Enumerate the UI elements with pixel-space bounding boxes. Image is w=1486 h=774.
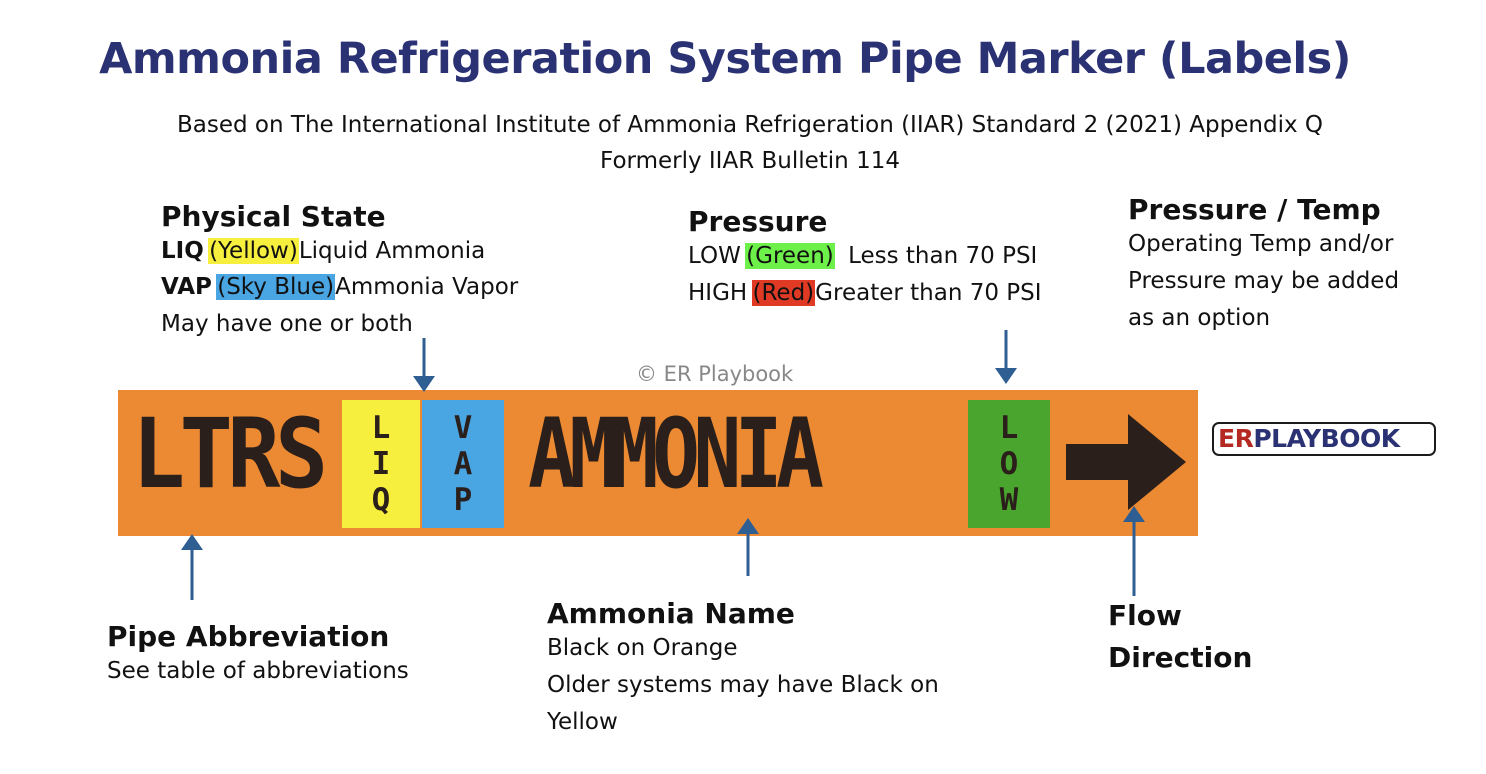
liq-letter: Q — [371, 482, 391, 518]
flow-direction-callout: Flow Direction — [1108, 595, 1252, 679]
physical-state-note: May have one or both — [161, 311, 413, 337]
vap-letter: V — [453, 410, 473, 446]
low-letter: W — [999, 482, 1019, 518]
low-code: LOW — [688, 243, 741, 269]
pressure-callout: Pressure LOW (Green) Less than 70 PSI HI… — [688, 205, 1042, 312]
arrow-down-pressure-icon — [995, 330, 1017, 384]
flow-direction-line1: Flow — [1108, 599, 1182, 632]
subtitle-bulletin: Formerly IIAR Bulletin 114 — [600, 148, 900, 174]
vap-tag: V A P — [422, 400, 504, 528]
pressure-high-line: HIGH (Red)Greater than 70 PSI — [688, 275, 1042, 312]
physical-state-callout: Physical State LIQ (Yellow)Liquid Ammoni… — [161, 200, 518, 343]
pressure-low-line: LOW (Green) Less than 70 PSI — [688, 238, 1042, 275]
liq-letter: I — [371, 446, 391, 482]
pressure-temp-heading: Pressure / Temp — [1128, 193, 1381, 226]
high-code: HIGH — [688, 280, 748, 306]
liq-desc: Liquid Ammonia — [298, 238, 486, 264]
arrow-down-physical-state-icon — [413, 338, 435, 392]
flow-direction-arrow-icon — [1066, 414, 1186, 510]
pipe-abbreviation-desc: See table of abbreviations — [107, 658, 409, 684]
pipe-abbreviation-text: LTRS — [132, 398, 328, 510]
pressure-temp-line2: Pressure may be added — [1128, 268, 1400, 294]
physical-state-heading: Physical State — [161, 200, 386, 233]
pipe-abbreviation-heading: Pipe Abbreviation — [107, 620, 390, 653]
low-letter: L — [999, 410, 1019, 446]
liq-code: LIQ — [161, 238, 204, 264]
vap-letter: P — [453, 482, 473, 518]
ammonia-name-heading: Ammonia Name — [547, 597, 795, 630]
liq-tag: L I Q — [342, 400, 420, 528]
arrow-up-pipe-abbreviation-icon — [181, 534, 203, 600]
vap-color-highlight: (Sky Blue) — [216, 274, 336, 300]
pressure-temp-callout: Pressure / Temp Operating Temp and/or Pr… — [1128, 193, 1399, 337]
subtitle-standard: Based on The International Institute of … — [177, 112, 1323, 138]
logo-er: ER — [1218, 424, 1254, 453]
copyright-notice: © ER Playbook — [636, 362, 794, 386]
low-desc: Less than 70 PSI — [848, 243, 1038, 269]
pressure-temp-line1: Operating Temp and/or — [1128, 231, 1394, 257]
low-tag: L O W — [968, 400, 1050, 528]
vap-desc: Ammonia Vapor — [335, 274, 519, 300]
ammonia-name-line3: Yellow — [547, 709, 618, 735]
ammonia-name-line2: Older systems may have Black on — [547, 672, 939, 698]
liq-color-highlight: (Yellow) — [208, 238, 299, 264]
pressure-heading: Pressure — [688, 205, 828, 238]
ammonia-name-text: AMMONIA — [528, 398, 824, 510]
pipe-marker: LTRS L I Q V A P AMMONIA L O W — [118, 390, 1198, 536]
arrow-up-flow-direction-icon — [1123, 506, 1145, 596]
page-title: Ammonia Refrigeration System Pipe Marker… — [99, 34, 1351, 84]
ammonia-name-callout: Ammonia Name Black on Orange Older syste… — [547, 597, 939, 741]
liq-letter: L — [371, 410, 391, 446]
pressure-temp-line3: as an option — [1128, 305, 1271, 331]
vap-letter: A — [453, 446, 473, 482]
pipe-abbreviation-callout: Pipe Abbreviation See table of abbreviat… — [107, 620, 409, 690]
low-letter: O — [999, 446, 1019, 482]
logo-playbook: PLAYBOOK — [1253, 424, 1400, 453]
physical-state-vap-line: VAP (Sky Blue)Ammonia Vapor — [161, 269, 518, 306]
vap-code: VAP — [161, 274, 212, 300]
physical-state-liq-line: LIQ (Yellow)Liquid Ammonia — [161, 233, 518, 270]
ammonia-name-line1: Black on Orange — [547, 635, 738, 661]
flow-direction-line2: Direction — [1108, 641, 1253, 674]
high-desc: Greater than 70 PSI — [815, 280, 1042, 306]
arrow-up-ammonia-name-icon — [737, 518, 759, 576]
erplaybook-logo: ERPLAYBOOK — [1212, 422, 1436, 456]
low-color-highlight: (Green) — [745, 243, 835, 269]
high-color-highlight: (Red) — [751, 280, 816, 306]
